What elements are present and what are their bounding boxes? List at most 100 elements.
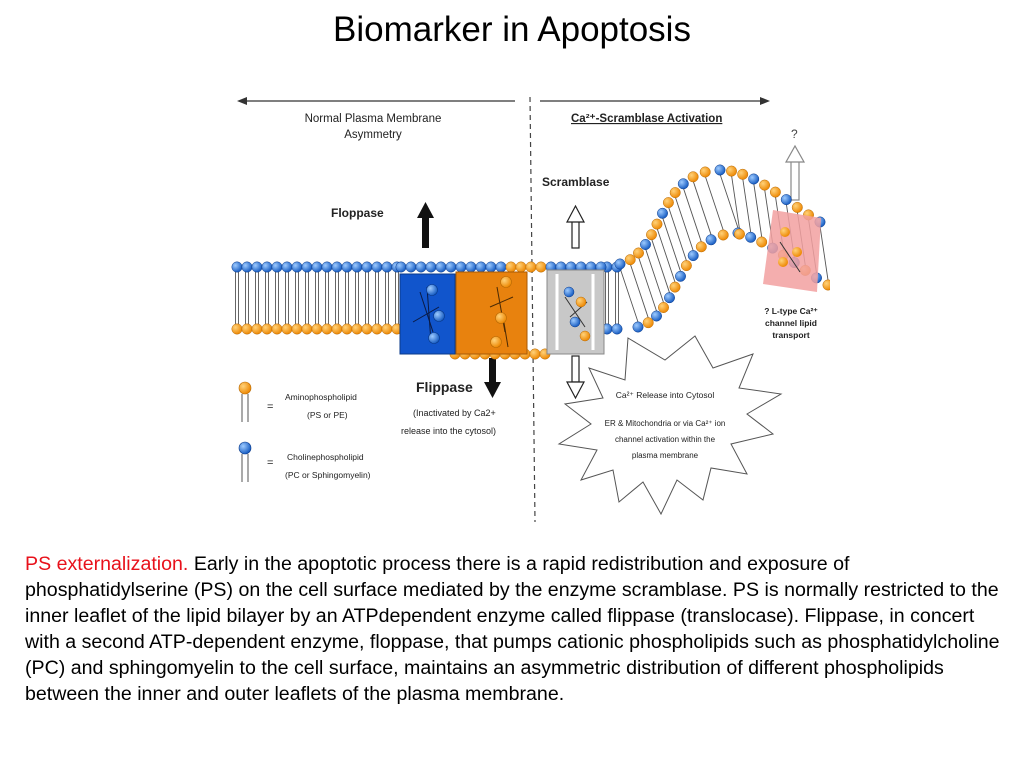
cholinephospholipid-head <box>381 261 393 273</box>
cholinephospholipid-head <box>465 261 477 273</box>
l-type-label-line3: transport <box>772 330 809 340</box>
aminophospholipid-head <box>301 323 313 335</box>
aminophospholipid-head <box>658 302 669 313</box>
calcium-release-starburst <box>557 335 783 516</box>
cholinephospholipid-head <box>425 261 437 273</box>
aminophospholipid-head <box>251 323 263 335</box>
question-mark: ? <box>791 127 798 141</box>
aminophospholipid-head <box>791 201 803 213</box>
aminophospholipid-head <box>529 348 541 360</box>
l-type-label-line1: ? L-type Ca²⁺ <box>764 306 818 316</box>
aminophospholipid-head <box>381 323 393 335</box>
cholinephospholipid-head <box>614 258 626 270</box>
aminophospholipid-head <box>687 171 699 183</box>
aminophospholipid-head <box>662 197 674 209</box>
aminophospholipid-head <box>291 323 303 335</box>
scramblase-down-arrow <box>566 355 585 400</box>
aminophospholipid-head <box>331 323 343 335</box>
aminophospholipid-head <box>822 279 830 291</box>
l-type-label-line2: channel lipid <box>765 318 817 328</box>
aminophospholipid-head <box>699 166 711 178</box>
flippase-note-line1: (Inactivated by Ca2+ <box>413 408 496 418</box>
floppase-protein <box>399 273 456 355</box>
legend-choline-line2: (PC or Sphingomyelin) <box>285 470 371 480</box>
aminophospholipid-head <box>371 323 383 335</box>
aminophospholipid-head <box>726 165 737 177</box>
cholinephospholipid-head <box>485 261 497 273</box>
lipid-bilayer <box>231 164 830 360</box>
flippase-note-line2: release into the cytosol) <box>401 426 496 436</box>
description-paragraph: PS externalization. Early in the apoptot… <box>25 551 1010 707</box>
cholinephospholipid-head <box>415 261 427 273</box>
cholinephospholipid-head <box>271 261 283 273</box>
release-line1: Ca²⁺ Release into Cytosol <box>616 390 715 400</box>
cholinephospholipid-head <box>301 261 313 273</box>
l-type-channel <box>763 210 821 292</box>
aminophospholipid-head <box>261 323 273 335</box>
scramblase-label: Scramblase <box>542 175 610 189</box>
apoptosis-membrane-diagram: Normal Plasma Membrane Asymmetry Ca²⁺-Sc… <box>231 96 830 523</box>
aminophospholipid-head <box>515 261 527 273</box>
aminophospholipid-head <box>759 179 771 191</box>
left-header-line1: Normal Plasma Membrane <box>305 113 442 125</box>
aminophospholipid-head <box>281 323 293 335</box>
cholinephospholipid-head <box>231 261 243 273</box>
scramblase-up-arrow <box>566 204 585 249</box>
floppase-label: Floppase <box>331 206 384 220</box>
aminophospholipid-head <box>624 254 636 266</box>
cholinephospholipid-head <box>435 261 447 273</box>
paragraph-text: Early in the apoptotic process there is … <box>25 553 1000 705</box>
cholinephospholipid-head <box>745 231 757 243</box>
cholinephospholipid-head <box>675 270 686 282</box>
release-line4: plasma membrane <box>632 451 699 460</box>
legend-amino-line2: (PS or PE) <box>307 410 348 420</box>
flippase-protein <box>455 271 528 355</box>
aminophospholipid-head <box>734 228 745 240</box>
aminophospholipid-head <box>646 229 657 241</box>
release-line3: channel activation within the <box>615 435 716 444</box>
cholinephospholipid-head <box>241 261 253 273</box>
page-title: Biomarker in Apoptosis <box>333 10 691 49</box>
aminophospholipid-head <box>231 323 243 335</box>
aminophospholipid-head <box>737 168 749 180</box>
aminophospholipid-head <box>669 281 681 293</box>
left-header-line2: Asymmetry <box>344 129 402 141</box>
aminophospholipid-head <box>680 260 692 272</box>
legend-aminophospholipid: = Aminophospholipid (PS or PE) <box>238 381 357 422</box>
normal-asymmetry-arrow <box>237 97 515 105</box>
aminophospholipid-head <box>756 236 768 248</box>
cholinephospholipid-head <box>705 234 717 246</box>
legend-cholinephospholipid: = Cholinephospholipid (PC or Sphingomyel… <box>238 441 371 482</box>
cholinephospholipid-head <box>331 261 343 273</box>
aminophospholipid-head <box>321 323 333 335</box>
aminophospholipid-head <box>341 323 353 335</box>
legend-amino-line1: Aminophospholipid <box>285 392 357 402</box>
cholinephospholipid-head <box>251 261 263 273</box>
aminophospholipid-head <box>271 323 283 335</box>
cholinephospholipid-head <box>455 261 467 273</box>
legend-equals-2: = <box>267 457 273 469</box>
aminophospholipid-head <box>505 261 517 273</box>
cholinephospholipid-head <box>291 261 303 273</box>
aminophospholipid-head <box>769 186 781 198</box>
cholinephospholipid-head <box>361 261 373 273</box>
cholinephospholipid-head <box>780 194 792 206</box>
scramblase-protein <box>546 269 605 355</box>
cholinephospholipid-head <box>321 261 333 273</box>
aminophospholipid-head <box>669 187 681 199</box>
cholinephospholipid-head <box>687 250 699 262</box>
cholinephospholipid-head <box>261 261 273 273</box>
cholinephospholipid-head <box>395 261 407 273</box>
cholinephospholipid-head <box>748 173 760 185</box>
aminophospholipid-head <box>311 323 323 335</box>
flippase-label: Flippase <box>416 379 473 395</box>
aminophospholipid-head <box>351 323 363 335</box>
aminophospholipid-head <box>361 323 373 335</box>
aminophospholipid-head <box>535 261 547 273</box>
divider-line <box>529 96 536 523</box>
cholinephospholipid-head <box>640 239 651 250</box>
cholinephospholipid-head <box>475 261 487 273</box>
cholinephospholipid-head <box>714 164 726 176</box>
cholinephospholipid-head <box>341 261 353 273</box>
aminophospholipid-head <box>651 218 663 230</box>
